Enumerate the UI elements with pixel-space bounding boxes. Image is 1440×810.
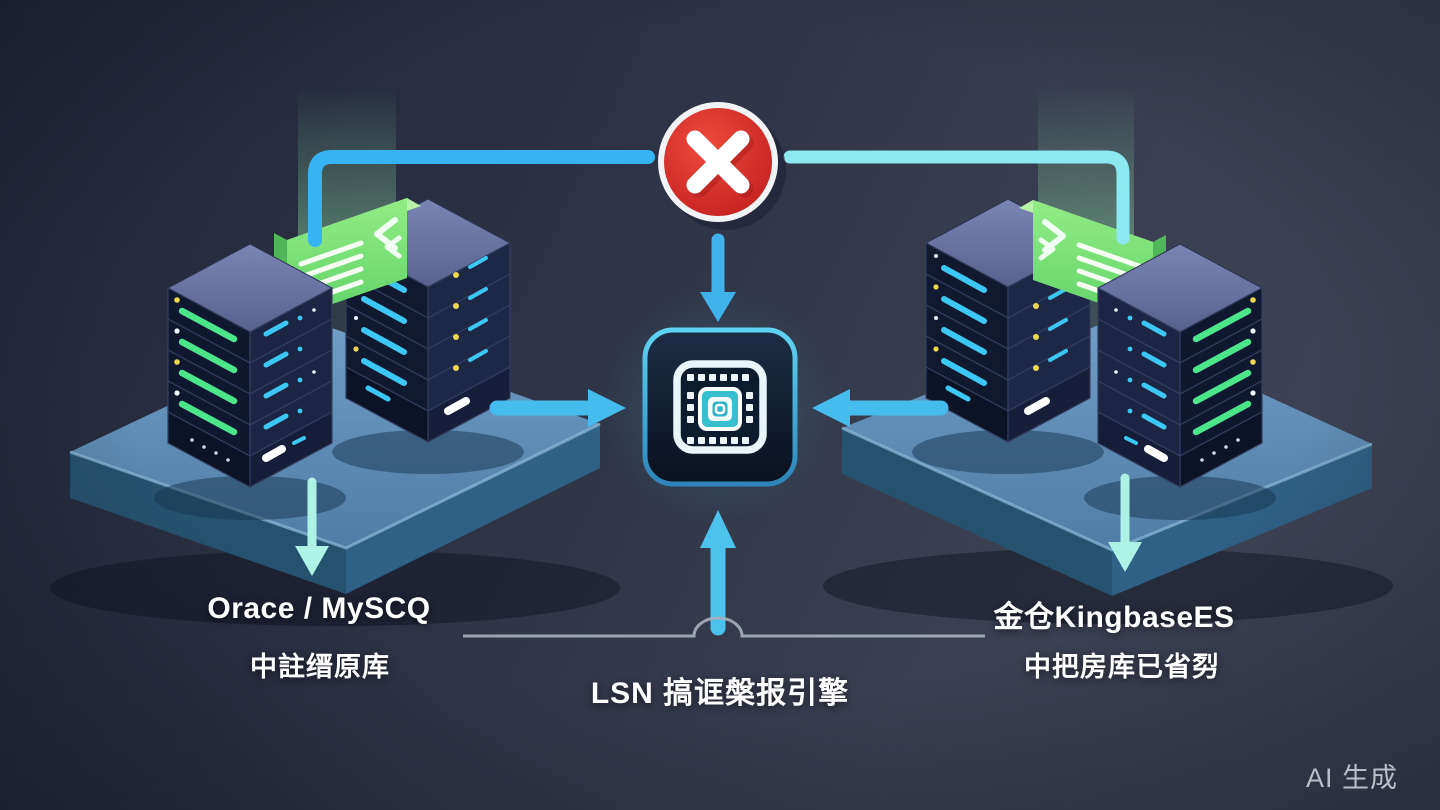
engine-label: LSN 搞诓槃报引擎 xyxy=(590,677,850,710)
right-cluster-title: 金仓KingbaseES xyxy=(993,601,1235,634)
right-cluster-subtitle: 中把房库已省劽 xyxy=(1024,652,1220,682)
left-cluster-title: Orace / MySCQ xyxy=(207,592,431,625)
left-cluster-subtitle: 中註缙原库 xyxy=(250,652,390,682)
ai-generated-watermark: AI 生成 xyxy=(1305,763,1398,793)
